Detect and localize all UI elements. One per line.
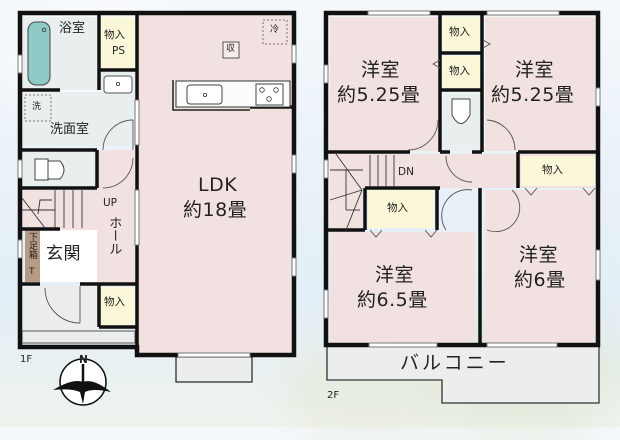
- kitchen-counter-edge: [172, 80, 250, 111]
- label-fridge: 冷: [270, 25, 280, 35]
- label-room-nw: 洋室: [361, 59, 401, 81]
- toilet-2f: [451, 98, 471, 124]
- windows-1f: [17, 44, 297, 358]
- label-ps-storage: 物入: [104, 29, 125, 41]
- entry-storage-floor: [101, 287, 135, 325]
- windows-2f: [323, 10, 601, 348]
- floor-label-2f: 2F: [327, 390, 340, 401]
- shoe-box: [25, 230, 40, 282]
- label-shoe-box-t: T: [29, 267, 35, 277]
- stairs-treads-1f: [21, 190, 83, 229]
- label-stairs-down: DN: [398, 166, 414, 178]
- label-ldk: LDK: [198, 174, 238, 196]
- label-closet-mid: 物入: [449, 65, 470, 77]
- label-hall: ホール: [106, 216, 122, 255]
- hall-floor: [97, 150, 135, 285]
- label-room-nw-size: 約5.25畳: [337, 84, 421, 106]
- label-ps: PS: [112, 45, 125, 57]
- label-closet-hall-e: 物入: [542, 164, 563, 176]
- ldk-floor: [137, 15, 293, 355]
- stairs-2f-floor: [330, 154, 363, 234]
- label-room-ne-size: 約5.25畳: [491, 84, 575, 106]
- label-room-ne: 洋室: [515, 59, 555, 81]
- floor-plan-drawing: [17, 10, 601, 406]
- washer-space: [24, 94, 52, 122]
- room-ne-floor: [485, 17, 595, 151]
- label-room-sw-size: 約6.5畳: [357, 289, 428, 311]
- porch-floor: [22, 286, 97, 331]
- fridge-space: [262, 19, 288, 45]
- label-washroom: 洗面室: [50, 122, 90, 137]
- toilet-bowl: [47, 160, 65, 180]
- label-shoe-box: 下足箱: [26, 232, 37, 259]
- stairs-treads-2f: [329, 153, 395, 231]
- kitchen-sink: [186, 84, 223, 105]
- closet-mid-floor: [443, 56, 480, 88]
- floor-label-1f: 1F: [20, 354, 33, 365]
- label-balcony: バルコニー: [400, 352, 510, 374]
- label-entrance: 玄関: [46, 244, 81, 264]
- entrance-floor: [40, 230, 97, 282]
- compass: [53, 358, 111, 406]
- label-washer: 洗: [32, 102, 42, 112]
- toilet-tank: [34, 158, 49, 181]
- washroom-floor: [22, 92, 135, 146]
- compass-north-label: N: [79, 354, 88, 366]
- cooktop: [255, 83, 284, 106]
- label-ldk-size: 約18畳: [183, 199, 248, 221]
- label-closet-top: 物入: [449, 26, 470, 38]
- storage-box: [222, 41, 240, 59]
- floor-1f: [17, 10, 297, 383]
- doors-2f: [407, 119, 521, 233]
- closet-door-marks: [369, 39, 596, 238]
- label-closet-hall-w: 物入: [387, 202, 408, 214]
- label-storage-mark: 収: [226, 44, 236, 54]
- wash-basin: [103, 75, 133, 94]
- closet-hall-w-floor: [368, 190, 434, 228]
- closet-hall-e-floor: [521, 156, 595, 186]
- doors-1f: [44, 119, 134, 324]
- label-room-sw: 洋室: [375, 264, 415, 286]
- room-sw-floor: [330, 232, 475, 342]
- bathtub: [27, 21, 51, 86]
- floor-2f: [323, 10, 601, 404]
- room-se-floor: [485, 190, 595, 342]
- closet-top-floor: [443, 17, 480, 51]
- ps-storage-floor: [101, 17, 135, 69]
- room-nw-floor: [330, 17, 438, 151]
- label-stairs-up: UP: [103, 197, 118, 209]
- interior-walls-2f: [326, 13, 598, 345]
- outer-wall-2f: [323, 10, 601, 348]
- label-entry-storage: 物入: [104, 296, 125, 308]
- label-bath: 浴室: [59, 21, 86, 36]
- compass-bird-icon: [53, 381, 111, 404]
- label-room-se-size: 約6畳: [514, 269, 566, 291]
- porch-step: [21, 330, 136, 344]
- label-room-se: 洋室: [519, 244, 559, 266]
- bay-window: [175, 356, 253, 383]
